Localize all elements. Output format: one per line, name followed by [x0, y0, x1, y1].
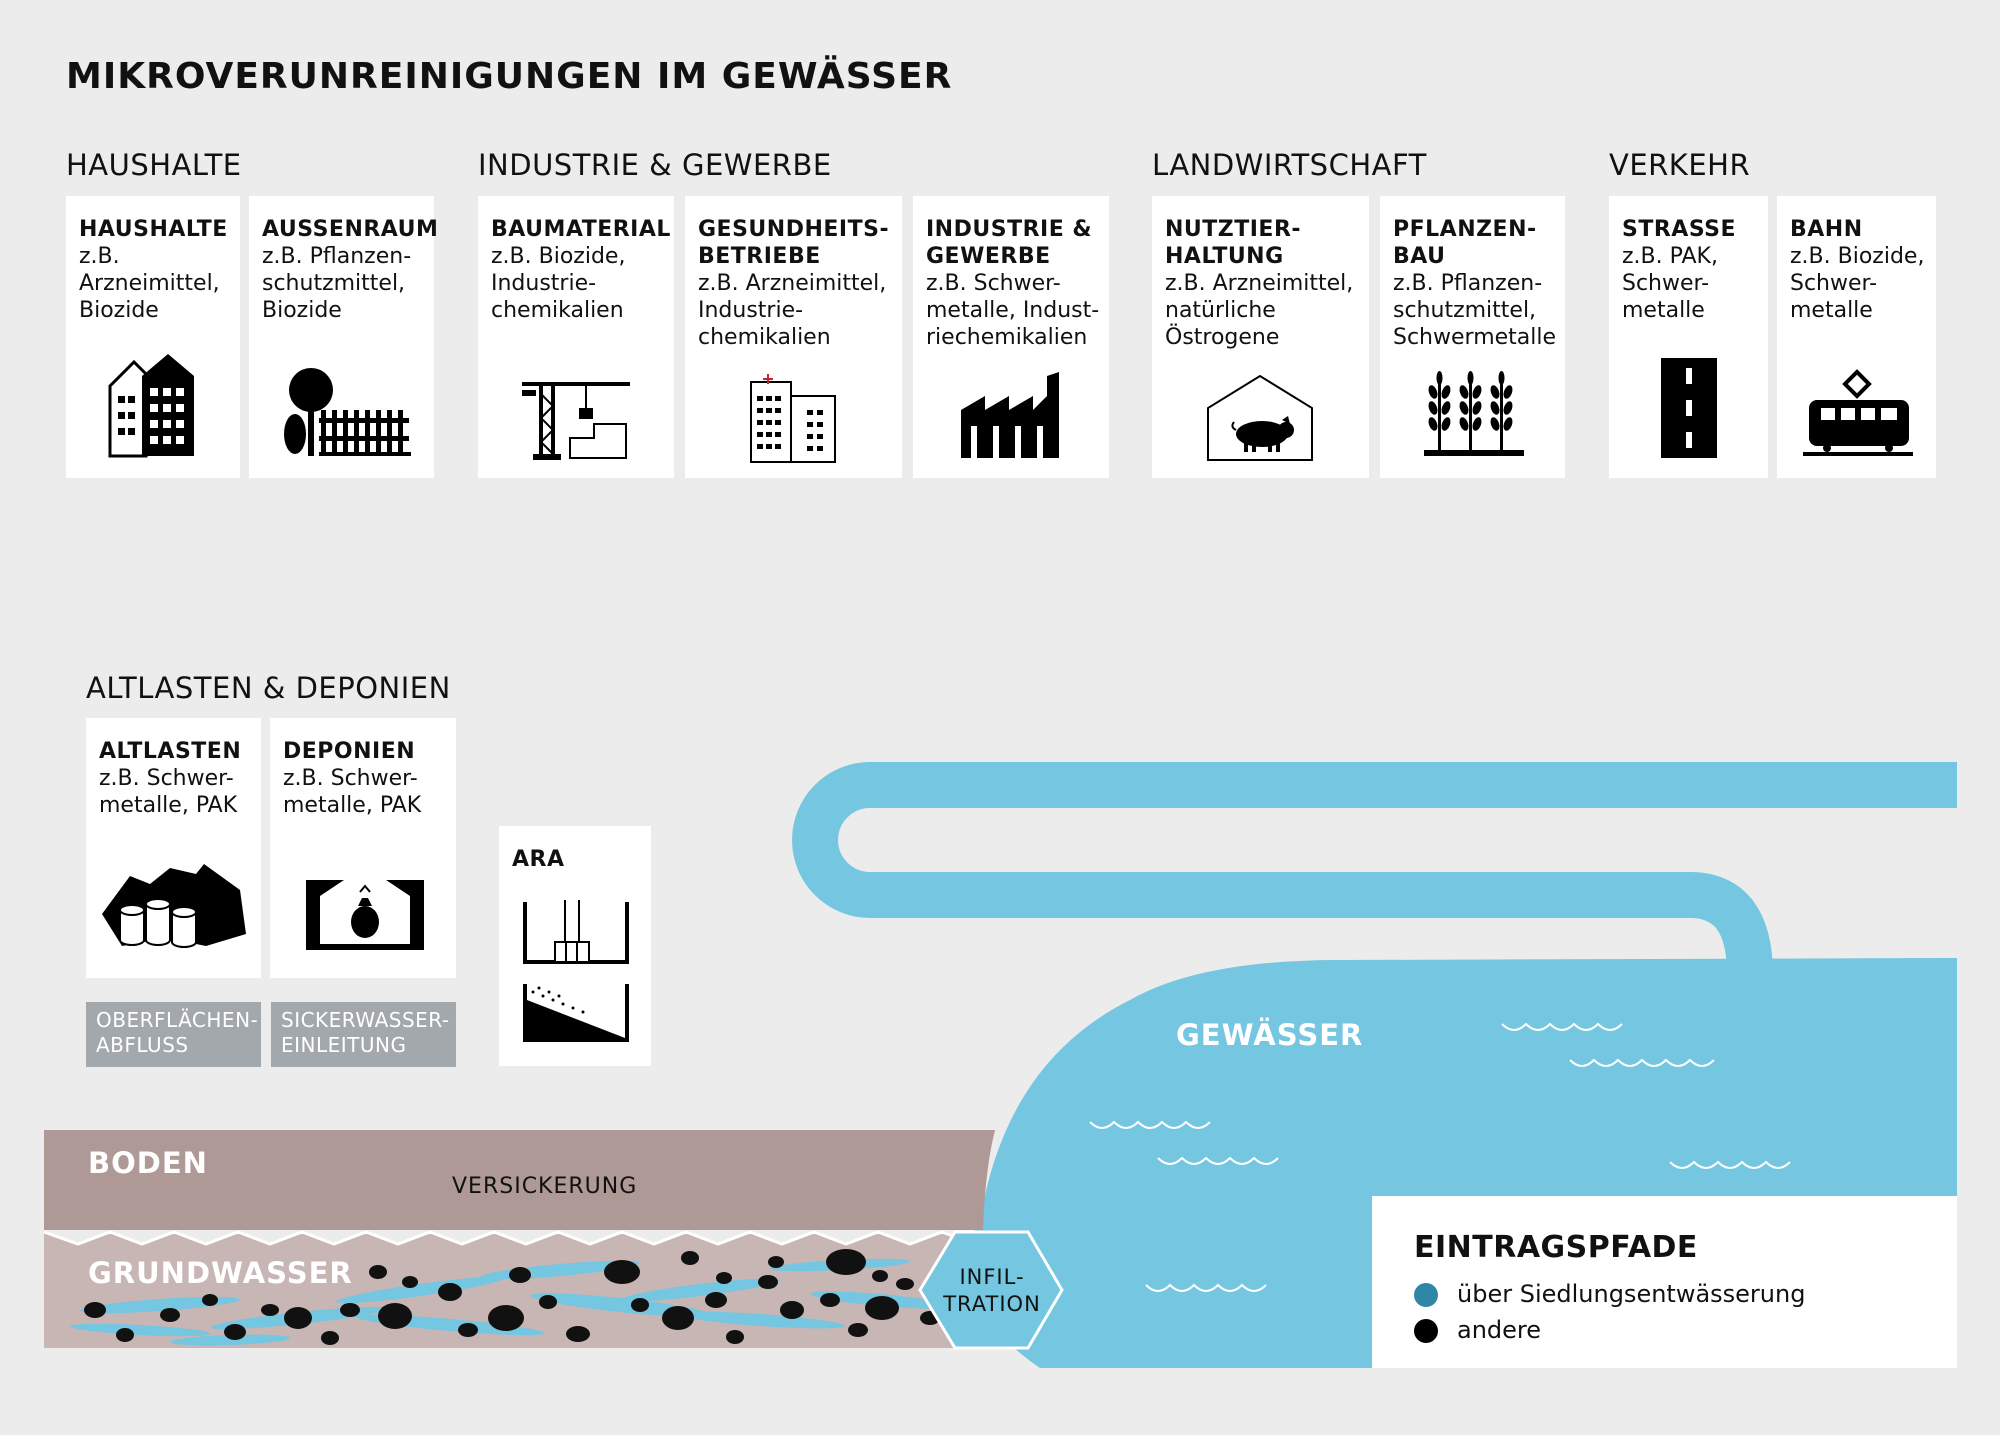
card-aussenraum: AUSSENRAUM z.B. Pflanzen- schutzmittel, …	[249, 196, 439, 478]
construction-crane-icon	[522, 382, 630, 460]
card-nutztierhaltung: NUTZTIER- HALTUNG z.B. Arzneimittel, nat…	[1152, 196, 1369, 478]
soil-layer	[44, 1130, 995, 1230]
card-title: ALTLASTEN	[99, 739, 242, 764]
card-deponien: DEPONIEN z.B. Schwer- metalle, PAK	[270, 718, 456, 978]
card-description: z.B. Biozide, Industrie- chemikalien	[491, 244, 626, 323]
card-title: BAHN	[1790, 217, 1863, 242]
card-title: AUSSENRAUM	[262, 217, 439, 242]
card-title: BAUMATERIAL	[491, 217, 671, 242]
legend-dot-siedlungsentwaesserung	[1414, 1283, 1438, 1307]
card-title: DEPONIEN	[283, 739, 416, 764]
infiltration-label: INFIL- TRATION	[943, 1265, 1041, 1316]
card-description: z.B. Schwer- metalle, Indust- riechemika…	[926, 271, 1100, 350]
water-waves	[1089, 1022, 1791, 1292]
legend-dot-andere	[1414, 1319, 1438, 1343]
card-ara: ARA	[499, 826, 651, 1066]
road-icon	[1661, 358, 1717, 458]
card-title: GESUNDHEITS- BETRIEBE	[698, 217, 890, 269]
tag-sickerwassereinleitung: SICKERWASSER- EINLEITUNG	[271, 1002, 456, 1067]
group-verkehr-heading: VERKEHR	[1609, 148, 1751, 182]
versickerung-label: VERSICKERUNG	[452, 1174, 638, 1199]
group-altlasten-heading: ALTLASTEN & DEPONIEN	[86, 671, 451, 705]
card-haushalte: HAUSHALTE z.B. Arzneimittel, Biozide	[66, 196, 240, 478]
card-title: INDUSTRIE & GEWERBE	[926, 217, 1093, 269]
page-title: MIKROVERUNREINIGUNGEN IM GEWÄSSER	[66, 56, 953, 97]
card-description: z.B. Schwer- metalle, PAK	[283, 766, 422, 818]
card-industrie-gewerbe: INDUSTRIE & GEWERBE z.B. Schwer- metalle…	[913, 196, 1109, 478]
card-strasse: STRASSE z.B. PAK, Schwer- metalle	[1609, 196, 1768, 478]
wastewater-treatment-icon	[523, 900, 629, 1042]
card-title: HAUSHALTE	[79, 217, 228, 242]
legend-label-andere: andere	[1457, 1316, 1542, 1344]
hospital-icon	[750, 374, 836, 463]
river-meander	[792, 762, 1957, 976]
groundwater-stones	[84, 1249, 940, 1345]
card-description: z.B. Schwer- metalle, PAK	[99, 766, 238, 818]
card-title: STRASSE	[1622, 217, 1737, 242]
legend-box	[1372, 1196, 1957, 1368]
card-description: z.B. Arzneimittel, natürliche Östrogene	[1165, 271, 1354, 350]
card-description: z.B. Biozide, Schwer- metalle	[1790, 244, 1925, 323]
group-landwirtschaft-heading: LANDWIRTSCHAFT	[1152, 148, 1427, 182]
card-description: z.B. Arzneimittel, Biozide	[79, 244, 220, 323]
tag-oberflaechenabfluss: OBERFLÄCHEN- ABFLUSS	[86, 1002, 261, 1067]
factory-icon	[961, 372, 1059, 458]
card-pflanzenbau: PFLANZEN- BAU z.B. Pflanzen- schutzmitte…	[1380, 196, 1565, 478]
card-baumaterial: BAUMATERIAL z.B. Biozide, Industrie- che…	[478, 196, 674, 478]
gewaesser-label: GEWÄSSER	[1176, 1018, 1364, 1052]
contaminated-site-barrels-icon	[102, 864, 246, 948]
card-altlasten: ALTLASTEN z.B. Schwer- metalle, PAK	[86, 718, 261, 978]
apartment-buildings-icon	[108, 354, 194, 458]
card-description: z.B. PAK, Schwer- metalle	[1622, 244, 1718, 323]
wheat-icon	[1424, 371, 1524, 456]
legend-label-siedlungsentwaesserung: über Siedlungsentwässerung	[1457, 1280, 1806, 1308]
card-gesundheitsbetriebe: GESUNDHEITS- BETRIEBE z.B. Arzneimittel,…	[685, 196, 902, 478]
card-bahn: BAHN z.B. Biozide, Schwer- metalle	[1777, 196, 1936, 478]
pig-barn-icon	[1207, 374, 1313, 461]
legend-title: EINTRAGSPFADE	[1414, 1230, 1698, 1265]
group-industrie-heading: INDUSTRIE & GEWERBE	[478, 148, 832, 182]
infiltration-hexagon	[918, 1230, 1064, 1350]
card-description: z.B. Pflanzen- schutzmittel, Biozide	[262, 244, 412, 323]
card-title: NUTZTIER- HALTUNG	[1165, 217, 1302, 269]
grundwasser-label: GRUNDWASSER	[88, 1256, 353, 1290]
groundwater-wave-line	[43, 1230, 991, 1246]
card-description: z.B. Pflanzen- schutzmittel, Schwermetal…	[1393, 271, 1557, 350]
tree-fence-icon	[284, 368, 411, 456]
landfill-icon	[306, 866, 424, 950]
tram-icon	[1803, 369, 1913, 456]
card-title: PFLANZEN- BAU	[1393, 217, 1537, 269]
group-haushalte-heading: HAUSHALTE	[66, 148, 242, 182]
boden-label: BODEN	[88, 1146, 208, 1180]
card-description: z.B. Arzneimittel, Industrie- chemikalie…	[698, 271, 887, 350]
card-title: ARA	[512, 847, 565, 872]
